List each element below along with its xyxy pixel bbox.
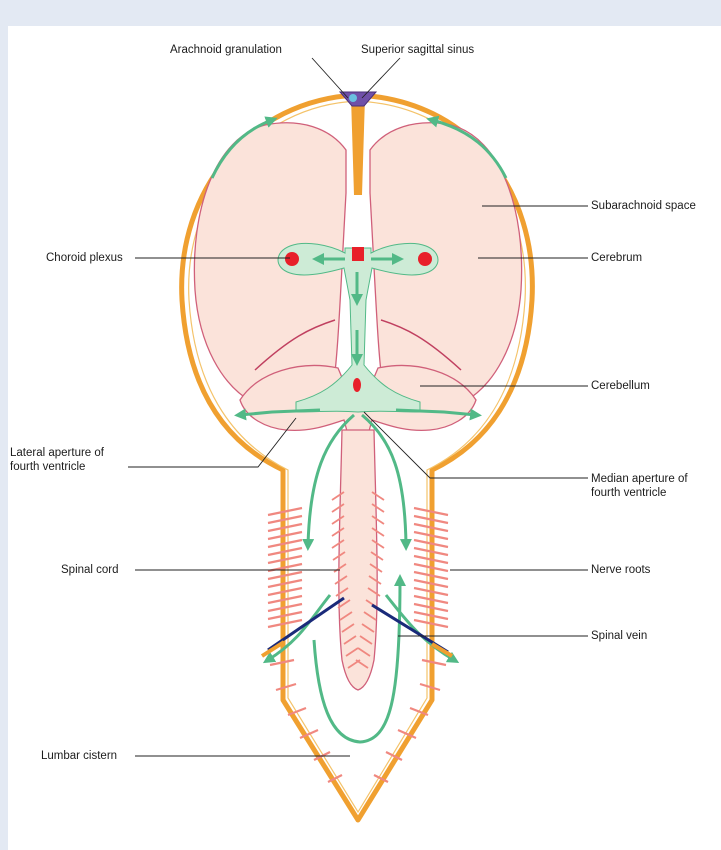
label-subarachnoid-space: Subarachnoid space xyxy=(591,199,696,213)
label-spinal-vein: Spinal vein xyxy=(591,629,647,643)
arachnoid-granulation xyxy=(349,94,357,102)
label-lumbar-cistern: Lumbar cistern xyxy=(41,749,117,763)
label-median-aperture-line2: fourth ventricle xyxy=(591,486,688,500)
label-arachnoid-granulation: Arachnoid granulation xyxy=(170,43,282,57)
label-choroid-plexus: Choroid plexus xyxy=(46,251,123,265)
label-lateral-aperture: Lateral aperture of fourth ventricle xyxy=(10,446,104,474)
label-lateral-aperture-line2: fourth ventricle xyxy=(10,460,104,474)
label-cerebrum: Cerebrum xyxy=(591,251,642,265)
label-nerve-roots: Nerve roots xyxy=(591,563,650,577)
label-median-aperture-line1: Median aperture of xyxy=(591,472,688,486)
label-cerebellum: Cerebellum xyxy=(591,379,650,393)
label-superior-sagittal-sinus: Superior sagittal sinus xyxy=(361,43,474,57)
spinal-cord xyxy=(339,430,377,690)
label-lateral-aperture-line1: Lateral aperture of xyxy=(10,446,104,460)
label-spinal-cord: Spinal cord xyxy=(61,563,119,577)
label-median-aperture: Median aperture of fourth ventricle xyxy=(591,472,688,500)
